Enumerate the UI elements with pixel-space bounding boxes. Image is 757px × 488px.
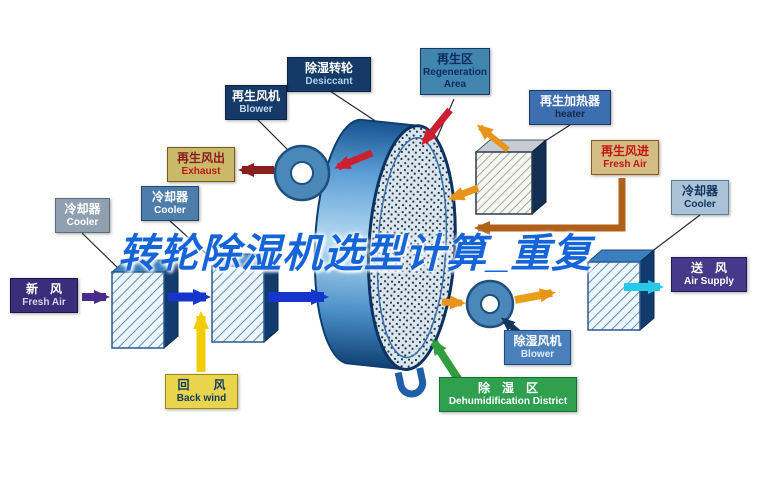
label-regeneration-heater-en: heater bbox=[554, 109, 585, 120]
label-regeneration-heater: 再生加热器 heater bbox=[529, 90, 611, 125]
label-cooler-left: 冷却器 Cooler bbox=[55, 198, 110, 233]
label-dehumidification-blower-zh: 除湿风机 bbox=[513, 334, 562, 348]
label-return-air-zh: 回 风 bbox=[177, 378, 226, 392]
arrow-wheel-to-process-fan bbox=[441, 295, 466, 310]
arrow-wheel-to-regen-fan bbox=[334, 149, 374, 171]
leader-lines bbox=[81, 90, 701, 273]
label-regeneration-blower-zh: 再生风机 bbox=[231, 89, 280, 103]
wheel-face bbox=[366, 124, 457, 371]
label-return-air-en: Back wind bbox=[176, 393, 227, 404]
leader-cooler-mid bbox=[169, 220, 223, 269]
label-return-air: 回 风 Back wind bbox=[165, 374, 238, 409]
label-cooler-left-en: Cooler bbox=[66, 217, 99, 228]
leader-regeneration-blower bbox=[256, 118, 289, 151]
arrow-fan-to-cooler bbox=[514, 288, 556, 304]
label-cooler-right-zh: 冷却器 bbox=[681, 184, 718, 198]
label-dehumidification-blower-en: Blower bbox=[520, 349, 555, 360]
label-regeneration-blower: 再生风机 Blower bbox=[225, 85, 287, 120]
label-cooler-left-zh: 冷却器 bbox=[64, 202, 101, 216]
process-fan bbox=[465, 279, 515, 329]
label-air-supply: 送 风 Air Supply bbox=[671, 257, 747, 292]
label-desiccant-en: Desiccant bbox=[305, 76, 353, 87]
label-exhaust-zh: 再生风出 bbox=[176, 151, 225, 165]
arrow-heater-up bbox=[476, 124, 510, 153]
label-dehumidification-district: 除 湿 区 Dehumidification District bbox=[439, 377, 577, 412]
label-fresh-air-inlet-en: Fresh Air bbox=[22, 297, 66, 308]
label-cooler-mid-zh: 冷却器 bbox=[151, 190, 188, 204]
label-cooler-mid: 冷却器 Cooler bbox=[141, 186, 199, 221]
label-regeneration-blower-en: Blower bbox=[239, 104, 273, 115]
arrow-regen-into-wheel bbox=[421, 107, 453, 146]
label-fresh-air-inlet: 新 风 Fresh Air bbox=[10, 278, 78, 313]
label-regeneration-fresh-air: 再生风进 Fresh Air bbox=[591, 140, 659, 175]
label-regeneration-area: 再生区 Regeneration Area bbox=[420, 48, 490, 95]
label-dehumidification-district-zh: 除 湿 区 bbox=[477, 381, 538, 395]
watermark-text: 转轮除湿机选型计算_重复 bbox=[118, 232, 593, 276]
label-regeneration-area-zh: 再生区 bbox=[436, 52, 473, 66]
label-exhaust: 再生风出 Exhaust bbox=[167, 147, 235, 182]
label-cooler-right: 冷却器 Cooler bbox=[671, 180, 729, 215]
label-desiccant: 除湿转轮 Desiccant bbox=[287, 57, 371, 92]
label-cooler-right-en: Cooler bbox=[684, 199, 716, 210]
label-regeneration-area-en: Regeneration Area bbox=[423, 67, 487, 90]
regeneration-fan bbox=[273, 144, 331, 202]
drain-bracket bbox=[394, 367, 427, 398]
label-fresh-air-inlet-zh: 新 风 bbox=[25, 282, 62, 296]
label-cooler-mid-en: Cooler bbox=[154, 205, 186, 216]
leader-cooler-left bbox=[81, 232, 123, 273]
label-dehumidification-blower: 除湿风机 Blower bbox=[504, 330, 571, 365]
label-dehumidification-district-en: Dehumidification District bbox=[448, 396, 568, 407]
cooler-box-left bbox=[110, 258, 180, 350]
wheel-face-inner-ring bbox=[376, 137, 448, 359]
label-desiccant-zh: 除湿转轮 bbox=[304, 61, 353, 75]
regeneration-heater-box bbox=[474, 138, 548, 216]
label-exhaust-en: Exhaust bbox=[181, 166, 221, 177]
label-regeneration-fresh-air-zh: 再生风进 bbox=[600, 144, 649, 158]
flow-arrows bbox=[82, 107, 664, 391]
label-air-supply-en: Air Supply bbox=[683, 276, 734, 287]
rotary-wheel bbox=[313, 118, 457, 371]
arrow-regen-fresh-to-heater bbox=[474, 178, 626, 235]
label-regeneration-heater-zh: 再生加热器 bbox=[539, 94, 600, 108]
cooler-box-mid bbox=[210, 252, 280, 344]
arrow-heater-to-wheel bbox=[448, 184, 480, 202]
label-regeneration-fresh-air-en: Fresh Air bbox=[603, 159, 647, 170]
label-air-supply-zh: 送 风 bbox=[690, 261, 727, 275]
